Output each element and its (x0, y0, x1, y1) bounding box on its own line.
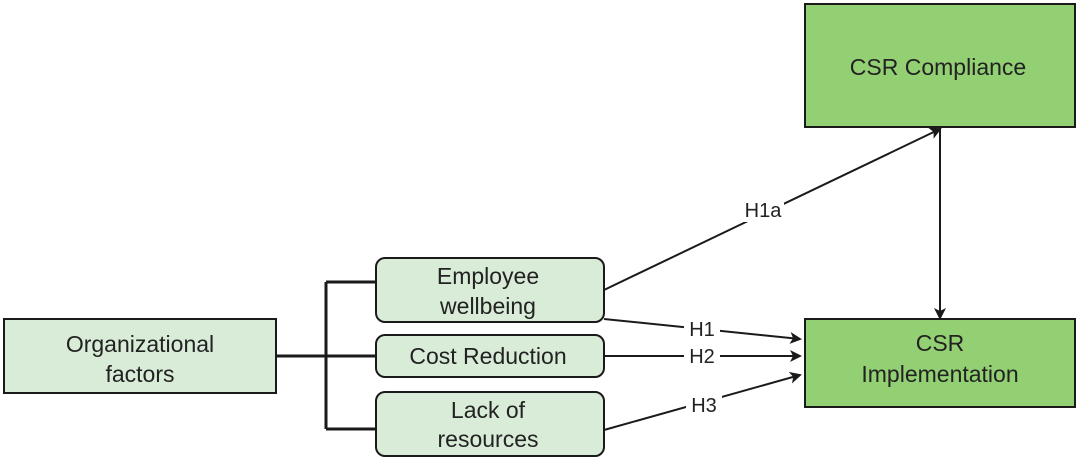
node-employee-wellbeing-line2: wellbeing (439, 293, 536, 319)
node-lack-of-resources-box (375, 391, 605, 457)
node-organizational-factors-line1: Organizational (66, 331, 214, 357)
node-lack-of-resources-line2: resources (438, 426, 539, 452)
node-csr-implementation-line2: Implementation (861, 361, 1018, 387)
node-organizational-factors-box (3, 318, 277, 394)
node-lack-of-resources-line1: Lack of (451, 397, 526, 423)
node-cost-reduction-label: Cost Reduction (409, 343, 566, 369)
node-csr-implementation: CSR Implementation (804, 318, 1076, 408)
node-cost-reduction: Cost Reduction (375, 334, 605, 378)
node-lack-of-resources: Lack of resources (375, 391, 605, 457)
h1a-label-bg (742, 198, 784, 222)
node-employee-wellbeing-box (375, 257, 605, 323)
edge-label-h1: H1 (689, 319, 715, 341)
node-cost-reduction-box (375, 334, 605, 378)
node-employee-wellbeing: Employee wellbeing (375, 257, 605, 323)
node-csr-compliance-label: CSR Compliance (850, 54, 1026, 80)
node-csr-implementation-box (804, 318, 1076, 408)
edge-label-h3: H3 (691, 395, 717, 417)
edge-label-h2: H2 (689, 346, 715, 368)
edge-labels: H1a H1 H2 H3 (684, 198, 784, 417)
node-organizational-factors-line2: factors (105, 361, 174, 387)
node-csr-compliance: CSR Compliance (804, 3, 1076, 128)
edge-label-h1a: H1a (745, 200, 783, 222)
node-organizational-factors: Organizational factors (3, 318, 277, 394)
factor-bracket (276, 280, 376, 431)
h2-label-bg (684, 345, 720, 367)
node-employee-wellbeing-line1: Employee (437, 263, 539, 289)
node-csr-compliance-box (804, 3, 1076, 128)
h3-label-bg (686, 393, 722, 417)
h1-label-bg (684, 317, 720, 341)
node-csr-implementation-line1: CSR (916, 330, 965, 356)
